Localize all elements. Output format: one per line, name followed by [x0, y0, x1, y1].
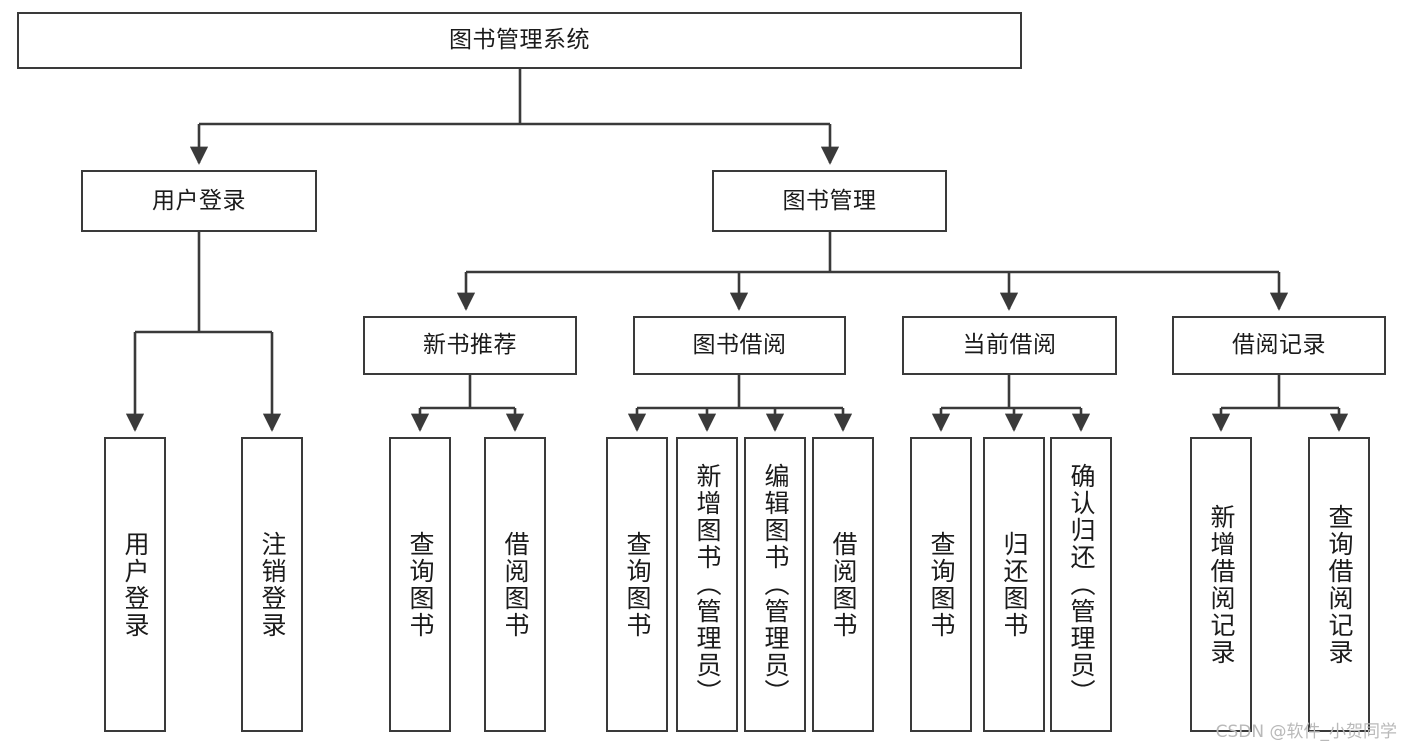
node-leaf-add-book[interactable]: 新增图书（管理员）	[676, 437, 738, 732]
node-leaf-add-record[interactable]: 新增借阅记录	[1190, 437, 1252, 732]
node-leaf-borrow-book-2[interactable]: 借阅图书	[812, 437, 874, 732]
node-new-book-rec-label: 新书推荐	[423, 332, 517, 359]
node-leaf-query-book-1-label: 查询图书	[406, 530, 435, 639]
node-borrow-record-label: 借阅记录	[1232, 332, 1326, 359]
node-leaf-borrow-book-2-label: 借阅图书	[829, 530, 858, 639]
node-leaf-query-book-1[interactable]: 查询图书	[389, 437, 451, 732]
node-book-borrow-label: 图书借阅	[692, 332, 787, 359]
node-leaf-query-record[interactable]: 查询借阅记录	[1308, 437, 1370, 732]
node-new-book-rec[interactable]: 新书推荐	[363, 316, 577, 375]
node-leaf-query-book-3[interactable]: 查询图书	[910, 437, 972, 732]
node-leaf-borrow-book-1-label: 借阅图书	[501, 530, 530, 639]
node-book-manage[interactable]: 图书管理	[712, 170, 947, 232]
node-leaf-user-login-label: 用户登录	[121, 530, 150, 639]
node-book-manage-label: 图书管理	[782, 187, 877, 214]
node-leaf-confirm-return[interactable]: 确认归还（管理员）	[1050, 437, 1112, 732]
node-leaf-return-book-label: 归还图书	[1000, 530, 1029, 639]
node-book-borrow[interactable]: 图书借阅	[633, 316, 846, 375]
watermark: CSDN @软件_小贺同学	[1215, 722, 1397, 742]
node-root-label: 图书管理系统	[449, 27, 590, 54]
node-current-borrow-label: 当前借阅	[962, 332, 1057, 359]
node-user-login-label: 用户登录	[152, 187, 246, 214]
node-leaf-user-login[interactable]: 用户登录	[104, 437, 166, 732]
node-leaf-confirm-return-label: 确认归还（管理员）	[1067, 463, 1096, 706]
node-leaf-add-record-label: 新增借阅记录	[1207, 503, 1236, 666]
node-leaf-edit-book[interactable]: 编辑图书（管理员）	[744, 437, 806, 732]
node-leaf-edit-book-label: 编辑图书（管理员）	[761, 463, 790, 706]
node-leaf-add-book-label: 新增图书（管理员）	[693, 463, 722, 706]
node-leaf-return-book[interactable]: 归还图书	[983, 437, 1045, 732]
node-root[interactable]: 图书管理系统	[17, 12, 1022, 69]
node-leaf-query-book-2-label: 查询图书	[623, 530, 652, 639]
node-leaf-query-book-2[interactable]: 查询图书	[606, 437, 668, 732]
node-leaf-query-record-label: 查询借阅记录	[1325, 503, 1354, 666]
node-user-login[interactable]: 用户登录	[81, 170, 317, 232]
node-leaf-query-book-3-label: 查询图书	[927, 530, 956, 639]
node-leaf-borrow-book-1[interactable]: 借阅图书	[484, 437, 546, 732]
node-current-borrow[interactable]: 当前借阅	[902, 316, 1117, 375]
node-leaf-logout[interactable]: 注销登录	[241, 437, 303, 732]
node-leaf-logout-label: 注销登录	[258, 530, 287, 639]
node-borrow-record[interactable]: 借阅记录	[1172, 316, 1386, 375]
